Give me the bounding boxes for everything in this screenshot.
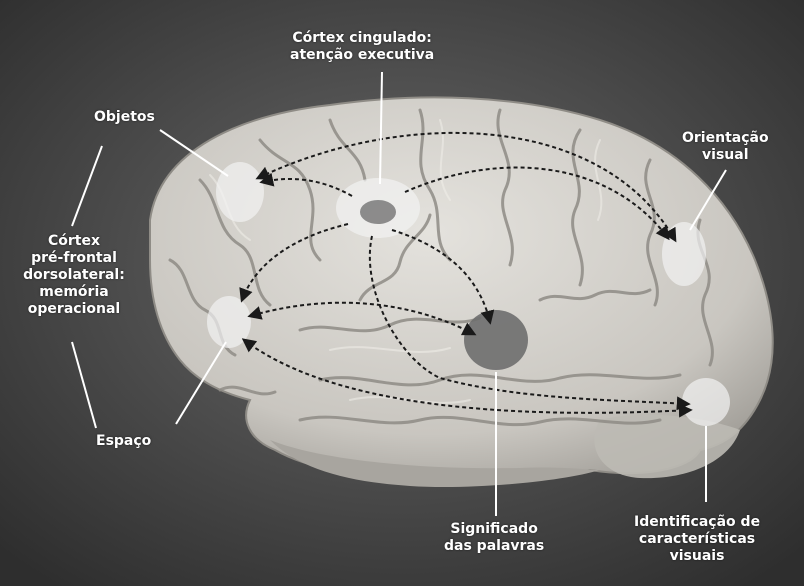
word-meaning-region [464, 310, 528, 370]
label-prefrontal-line1: Córtex [16, 233, 132, 250]
label-cingulate-line2: atenção executiva [290, 47, 434, 64]
label-space: Espaço [96, 433, 151, 450]
objects-region [216, 162, 264, 222]
label-cingulate: Córtex cingulado: atenção executiva [290, 30, 434, 64]
label-features-line2: características [634, 531, 760, 548]
label-visual-features: Identificação de características visuais [634, 514, 760, 565]
label-orientation-line2: visual [682, 147, 769, 164]
label-prefrontal: Córtex pré-frontal dorsolateral: memória… [16, 233, 132, 318]
label-word-meaning: Significado das palavras [444, 521, 544, 555]
label-objects: Objetos [94, 109, 155, 126]
label-prefrontal-line5: operacional [16, 301, 132, 318]
label-prefrontal-line4: memória [16, 284, 132, 301]
label-meaning-line2: das palavras [444, 538, 544, 555]
label-orientation-line1: Orientação [682, 130, 769, 147]
label-visual-orientation: Orientação visual [682, 130, 769, 164]
label-space-line1: Espaço [96, 433, 151, 450]
visual-orientation-region [662, 222, 706, 286]
label-prefrontal-line2: pré-frontal [16, 250, 132, 267]
label-prefrontal-line3: dorsolateral: [16, 267, 132, 284]
label-meaning-line1: Significado [444, 521, 544, 538]
cingulate-core [360, 200, 396, 224]
label-features-line1: Identificação de [634, 514, 760, 531]
visual-features-region [682, 378, 730, 426]
label-features-line3: visuais [634, 548, 760, 565]
label-cingulate-line1: Córtex cingulado: [290, 30, 434, 47]
label-objects-line1: Objetos [94, 109, 155, 126]
